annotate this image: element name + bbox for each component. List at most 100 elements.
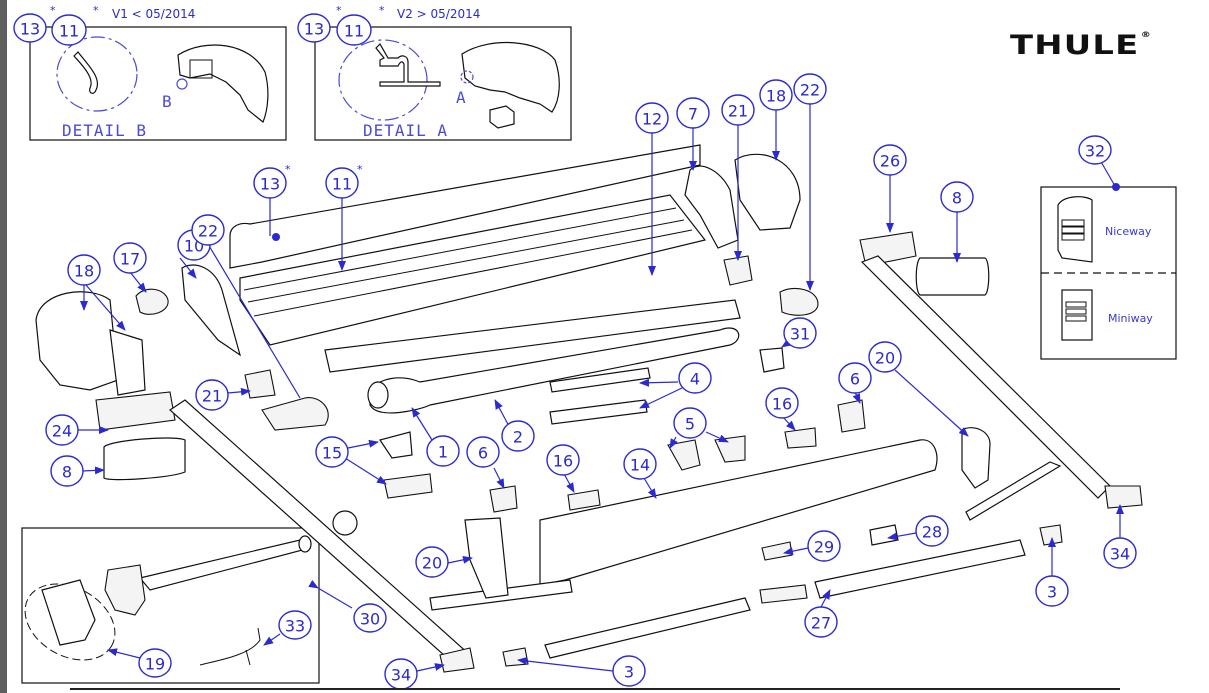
variant-v1-frame xyxy=(29,26,287,141)
callout-30[interactable] xyxy=(353,603,387,633)
callout-bubble[interactable] xyxy=(546,444,580,476)
callout-11-v2[interactable] xyxy=(336,14,372,46)
callout-bubble[interactable] xyxy=(793,73,827,105)
callout-19[interactable] xyxy=(138,648,172,678)
callout-18[interactable]: 18 xyxy=(759,79,793,111)
callout-22[interactable]: 22 xyxy=(191,214,225,246)
callout-12[interactable]: 12 xyxy=(635,102,669,134)
callout-6[interactable]: 6 xyxy=(838,362,872,394)
callout-8[interactable]: 8 xyxy=(50,455,84,487)
callout-bubble[interactable] xyxy=(315,436,349,468)
callout-4[interactable]: 4 xyxy=(678,362,712,394)
callout-bubble[interactable] xyxy=(67,254,101,286)
arm-head-24 xyxy=(95,391,176,431)
detail-b-label: DETAIL B xyxy=(62,121,147,140)
callout-bubble[interactable] xyxy=(678,362,712,394)
callout-21[interactable]: 21 xyxy=(195,379,229,411)
winder-17 xyxy=(135,288,169,315)
detail-b-profile xyxy=(73,51,98,94)
callout-bubble[interactable] xyxy=(635,102,669,134)
callout-bubble[interactable] xyxy=(325,167,359,199)
variant-v1-panel: B DETAIL B * * V1 < 05/2014 13 11 xyxy=(13,4,287,141)
callout-13-v2[interactable] xyxy=(297,13,331,43)
callout-27[interactable]: 27 xyxy=(804,606,838,638)
brand-logo: THULE® xyxy=(1010,30,1152,61)
callout-bubble[interactable] xyxy=(466,436,500,468)
callout-17[interactable]: 17 xyxy=(113,242,147,274)
callout-15[interactable]: 15 xyxy=(315,436,349,468)
callout-bubble[interactable] xyxy=(253,167,287,199)
callout-34[interactable]: 34 xyxy=(1103,537,1137,569)
callout-bubble[interactable] xyxy=(191,214,225,246)
left-arm xyxy=(169,399,471,666)
callout-bubble[interactable] xyxy=(45,414,79,446)
callout-5[interactable]: 5 xyxy=(673,407,707,439)
callout-20[interactable]: 20 xyxy=(415,546,449,578)
detail-b-circle xyxy=(56,36,138,112)
callout-3[interactable]: 3 xyxy=(1035,575,1069,607)
callout-8[interactable]: 8 xyxy=(940,181,974,213)
callout-bubble[interactable] xyxy=(612,655,646,687)
callout-number: 12 xyxy=(642,110,662,129)
end-cap-v1-socket xyxy=(189,59,213,79)
callout-bubble[interactable] xyxy=(50,455,84,487)
callout-6[interactable]: 6 xyxy=(466,436,500,468)
callout-number: 24 xyxy=(52,422,72,441)
callout-bubble[interactable] xyxy=(765,387,799,419)
cover-8-right xyxy=(915,257,990,296)
callout-number: 14 xyxy=(630,456,650,475)
callout-34[interactable]: 34 xyxy=(384,658,418,690)
callout-bubble[interactable] xyxy=(501,420,535,452)
callout-bubble[interactable] xyxy=(195,379,229,411)
callout-bubble[interactable] xyxy=(1103,537,1137,569)
callout-bubble[interactable] xyxy=(415,546,449,578)
callout-11-v1[interactable] xyxy=(51,14,87,46)
clip-28 xyxy=(869,524,899,546)
callout-22[interactable]: 22 xyxy=(793,73,827,105)
callout-14[interactable]: 14 xyxy=(623,448,657,480)
callout-3[interactable]: 3 xyxy=(612,655,646,687)
callout-18[interactable]: 18 xyxy=(67,254,101,286)
callout-bubble[interactable] xyxy=(721,94,755,126)
callout-2[interactable]: 2 xyxy=(501,420,535,452)
callout-13-v1[interactable] xyxy=(13,13,47,43)
callout-bubble[interactable] xyxy=(838,362,872,394)
callout-16[interactable]: 16 xyxy=(765,387,799,419)
callout-bubble[interactable] xyxy=(868,341,902,373)
callout-7[interactable]: 7 xyxy=(676,97,710,129)
callout-number: 8 xyxy=(62,463,72,482)
callout-bubble[interactable] xyxy=(673,407,707,439)
callout-bubble[interactable] xyxy=(426,435,460,467)
callout-number: 6 xyxy=(850,370,860,389)
callout-bubble[interactable] xyxy=(915,515,949,547)
callout-20[interactable]: 20 xyxy=(868,341,902,373)
callout-16[interactable]: 16 xyxy=(546,444,580,476)
motor-cable xyxy=(199,627,261,666)
callout-bubble[interactable] xyxy=(940,181,974,213)
callout-bubble[interactable] xyxy=(113,242,147,274)
callout-24[interactable]: 24 xyxy=(45,414,79,446)
end-cap-v2 xyxy=(461,41,560,113)
callout-33[interactable] xyxy=(278,610,312,640)
callout-26[interactable]: 26 xyxy=(873,144,907,176)
callout-31[interactable]: 31 xyxy=(783,317,817,349)
callout-1[interactable]: 1 xyxy=(426,435,460,467)
callout-bubble[interactable] xyxy=(807,530,841,562)
callout-21[interactable]: 21 xyxy=(721,94,755,126)
callout-bubble[interactable] xyxy=(804,606,838,638)
callout-11[interactable]: 11* xyxy=(325,163,363,199)
callout-28[interactable]: 28 xyxy=(915,515,949,547)
callout-bubble[interactable] xyxy=(873,144,907,176)
callout-bubble[interactable] xyxy=(676,97,710,129)
callout-bubble[interactable] xyxy=(1035,575,1069,607)
callout-32[interactable] xyxy=(1078,135,1112,165)
callout-bubble[interactable] xyxy=(759,79,793,111)
callout-number: 34 xyxy=(1110,545,1130,564)
callout-bubble[interactable] xyxy=(623,448,657,480)
callout-bubble[interactable] xyxy=(783,317,817,349)
callout-13[interactable]: 13* xyxy=(253,163,291,199)
detail-a-circle xyxy=(338,39,428,121)
callout-number: 21 xyxy=(202,387,222,406)
callout-29[interactable]: 29 xyxy=(807,530,841,562)
